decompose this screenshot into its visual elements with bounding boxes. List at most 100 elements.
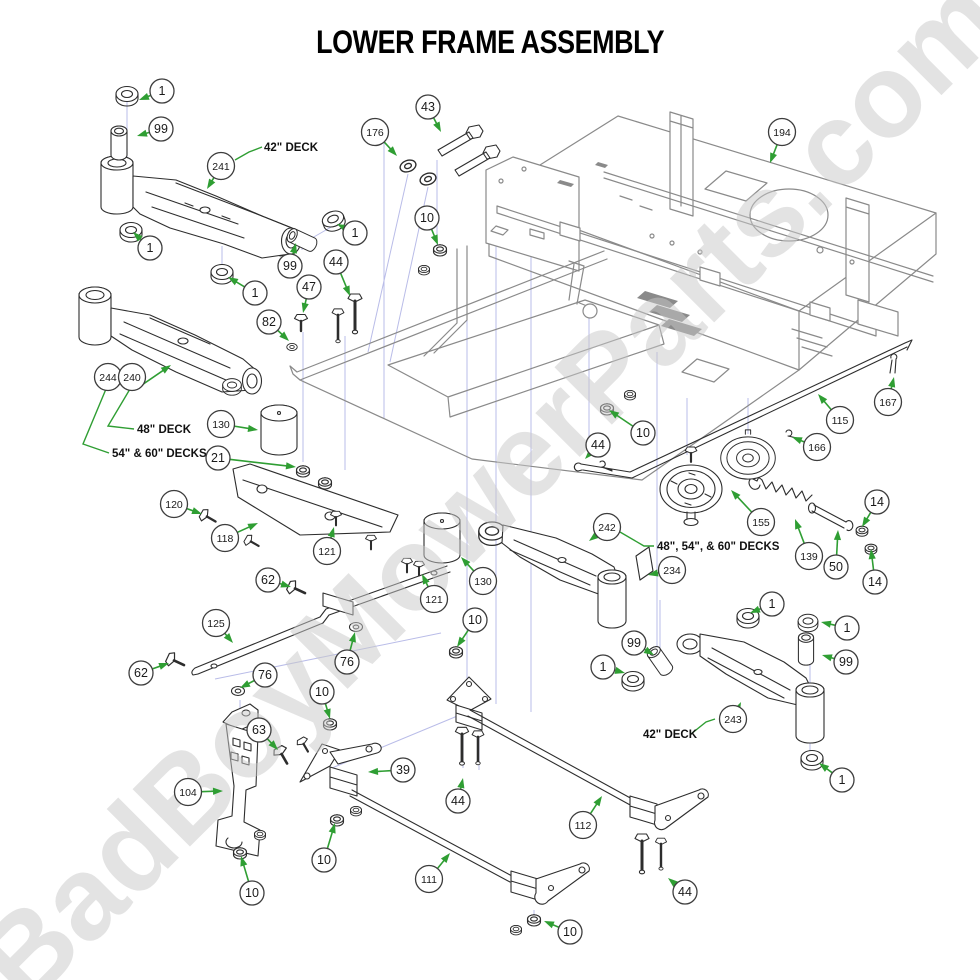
callout-balloon-14[interactable]: 14 xyxy=(862,549,888,595)
callout-balloon-43[interactable]: 43 xyxy=(415,94,441,132)
idler-pulleys-155 xyxy=(659,429,776,527)
svg-text:48", 54", & 60" DECKS: 48", 54", & 60" DECKS xyxy=(657,541,780,553)
svg-text:48" DECK: 48" DECK xyxy=(137,424,192,436)
callout-balloon-125[interactable]: 125 xyxy=(201,608,234,644)
callout-balloon-155[interactable]: 155 xyxy=(731,490,776,537)
callout-balloon-1[interactable]: 1 xyxy=(750,591,785,617)
callout-balloon-1[interactable]: 1 xyxy=(337,220,368,246)
callout-balloon-130[interactable]: 130 xyxy=(461,557,498,596)
callout-balloon-76[interactable]: 76 xyxy=(334,632,360,675)
callout-balloon-166[interactable]: 166 xyxy=(792,432,832,462)
callout-balloon-10[interactable]: 10 xyxy=(414,205,440,245)
callout-balloon-1[interactable]: 1 xyxy=(228,277,268,306)
svg-text:76: 76 xyxy=(258,668,272,682)
callout-balloon-1[interactable]: 1 xyxy=(139,78,175,104)
callout-balloon-241[interactable]: 241 xyxy=(206,151,236,190)
svg-text:167: 167 xyxy=(879,397,897,409)
callout-balloon-139[interactable]: 139 xyxy=(794,519,824,571)
svg-text:243: 243 xyxy=(724,714,742,726)
svg-text:47: 47 xyxy=(302,280,316,294)
callout-balloon-99[interactable]: 99 xyxy=(621,630,654,656)
svg-text:115: 115 xyxy=(832,415,849,427)
callout-balloon-62[interactable]: 62 xyxy=(255,567,291,593)
callout-balloon-10[interactable]: 10 xyxy=(239,856,265,906)
callout-balloon-10[interactable]: 10 xyxy=(309,679,335,719)
svg-text:63: 63 xyxy=(252,723,266,737)
callout-balloon-112[interactable]: 112 xyxy=(568,796,603,840)
callout-balloon-118[interactable]: 118 xyxy=(210,523,259,553)
callout-balloon-10[interactable]: 10 xyxy=(311,823,337,873)
svg-text:155: 155 xyxy=(752,517,770,529)
lift-rod-111 xyxy=(299,725,590,905)
callout-balloon-82[interactable]: 82 xyxy=(256,309,289,341)
callout-balloon-44[interactable]: 44 xyxy=(323,249,350,296)
deck-size-label: 42" DECK xyxy=(643,718,716,741)
callout-balloon-76[interactable]: 76 xyxy=(240,662,278,688)
callout-balloon-63[interactable]: 63 xyxy=(246,717,278,750)
svg-text:99: 99 xyxy=(627,636,641,650)
callout-balloon-62[interactable]: 62 xyxy=(128,660,169,686)
svg-text:130: 130 xyxy=(212,419,230,431)
svg-text:125: 125 xyxy=(207,618,225,630)
svg-text:42" DECK: 42" DECK xyxy=(264,142,319,154)
svg-text:240: 240 xyxy=(123,372,141,384)
callout-balloon-234[interactable]: 234 xyxy=(648,555,687,585)
callout-balloon-1[interactable]: 1 xyxy=(590,654,625,680)
callout-balloon-1[interactable]: 1 xyxy=(133,232,163,261)
callout-balloon-44[interactable]: 44 xyxy=(585,432,611,459)
callout-balloon-50[interactable]: 50 xyxy=(823,530,849,580)
callout-balloon-10[interactable]: 10 xyxy=(609,410,656,446)
callout-balloon-14[interactable]: 14 xyxy=(862,489,890,527)
component-parts-art xyxy=(78,85,913,936)
callout-balloon-99[interactable]: 99 xyxy=(137,116,174,142)
svg-text:44: 44 xyxy=(451,794,465,808)
callout-balloon-242[interactable]: 242 xyxy=(589,512,622,542)
svg-text:118: 118 xyxy=(217,533,234,545)
svg-text:104: 104 xyxy=(179,787,197,799)
svg-text:10: 10 xyxy=(317,853,331,867)
callout-balloon-44[interactable]: 44 xyxy=(668,878,698,905)
callout-balloon-47[interactable]: 47 xyxy=(296,274,322,313)
callout-balloon-99[interactable]: 99 xyxy=(822,649,859,675)
callout-balloon-104[interactable]: 104 xyxy=(173,777,224,807)
svg-text:121: 121 xyxy=(425,594,443,606)
callout-balloon-121[interactable]: 121 xyxy=(419,574,449,614)
callout-balloon-10[interactable]: 10 xyxy=(457,607,488,647)
callout-balloon-1[interactable]: 1 xyxy=(819,763,855,793)
svg-text:82: 82 xyxy=(262,315,276,329)
callout-balloon-176[interactable]: 176 xyxy=(360,117,398,157)
callout-balloon-99[interactable]: 99 xyxy=(277,243,303,279)
svg-text:50: 50 xyxy=(829,560,843,574)
callout-balloon-111[interactable]: 111 xyxy=(414,853,451,894)
callout-balloon-167[interactable]: 167 xyxy=(873,377,903,417)
callout-balloon-115[interactable]: 115 xyxy=(818,394,855,435)
svg-text:10: 10 xyxy=(636,426,650,440)
svg-text:176: 176 xyxy=(366,127,384,139)
svg-text:1: 1 xyxy=(844,621,851,635)
callout-balloon-244[interactable]: 244 xyxy=(93,362,123,392)
callout-balloon-1[interactable]: 1 xyxy=(821,615,860,641)
svg-text:10: 10 xyxy=(563,925,577,939)
callout-balloon-44[interactable]: 44 xyxy=(445,778,471,814)
svg-text:14: 14 xyxy=(868,575,882,589)
svg-text:42" DECK: 42" DECK xyxy=(643,729,698,741)
svg-text:43: 43 xyxy=(421,100,435,114)
svg-text:1: 1 xyxy=(352,226,359,240)
deck-size-label: 48" DECK xyxy=(106,388,192,436)
callout-balloon-240[interactable]: 240 xyxy=(117,362,147,392)
svg-text:21: 21 xyxy=(211,451,225,465)
callout-balloon-243[interactable]: 243 xyxy=(718,702,748,734)
skid-plate-118 xyxy=(232,463,399,536)
callout-balloon-194[interactable]: 194 xyxy=(767,117,797,164)
callout-balloon-39[interactable]: 39 xyxy=(368,757,416,783)
callout-balloon-21[interactable]: 21 xyxy=(205,445,296,471)
callout-balloon-121[interactable]: 121 xyxy=(312,527,342,566)
callout-balloon-10[interactable]: 10 xyxy=(544,919,583,945)
deck-size-label: 42" DECK xyxy=(234,142,319,161)
svg-text:1: 1 xyxy=(159,84,166,98)
callout-balloon-120[interactable]: 120 xyxy=(159,489,203,519)
callout-balloon-130[interactable]: 130 xyxy=(206,409,259,439)
